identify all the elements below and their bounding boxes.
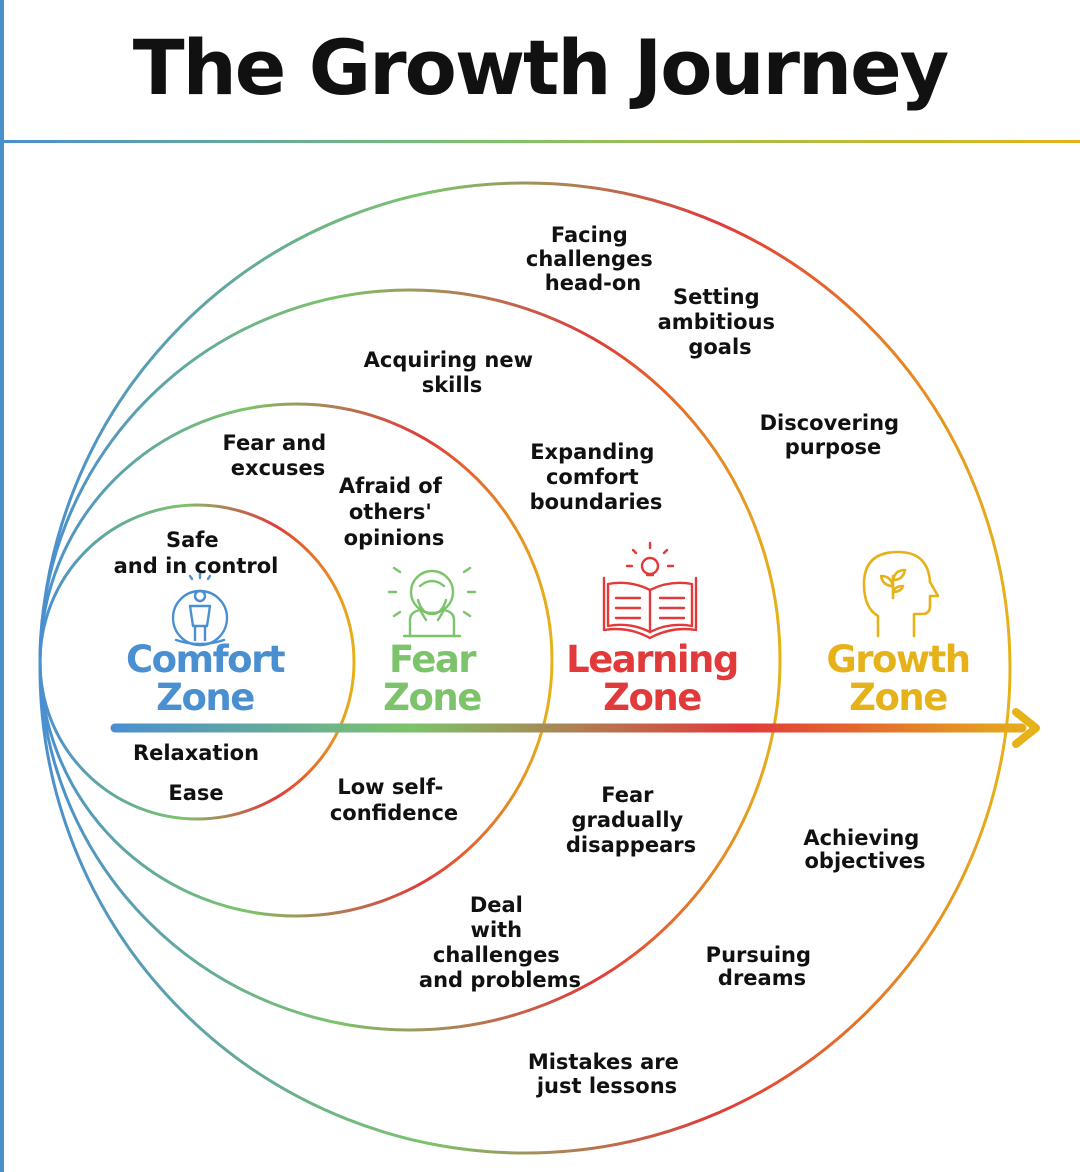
- fear-zone-title-line2: Zone: [383, 676, 481, 719]
- label-ease: Ease: [168, 781, 223, 805]
- progress-arrow-head: [1012, 708, 1040, 748]
- comfort-zone-circle: [38, 503, 356, 821]
- label-expanding-boundaries: Expanding comfort boundaries: [530, 440, 663, 514]
- comfort-zone-title-line1: Comfort: [126, 638, 285, 681]
- title-divider: [0, 140, 1080, 143]
- growth-zone-title-line2: Zone: [849, 676, 947, 719]
- label-acquiring-skills: Acquiring new skills: [364, 348, 541, 397]
- label-achieving-objectives: Achieving objectives: [803, 826, 926, 873]
- learning-zone-title-line2: Zone: [603, 676, 701, 719]
- person-in-bubble-icon: [171, 572, 229, 647]
- label-setting-goals: Setting ambitious goals: [658, 285, 783, 359]
- page-title: The Growth Journey: [132, 23, 949, 112]
- label-fear-disappears: Fear gradually disappears: [566, 783, 696, 857]
- label-fear-excuses: Fear and excuses: [222, 431, 333, 480]
- fear-zone-circle: [38, 402, 554, 918]
- label-deal-challenges: Deal with challenges and problems: [419, 893, 581, 992]
- growth-zone-title-line1: Growth: [826, 638, 969, 681]
- label-safe-control: Safe and in control: [114, 528, 279, 578]
- label-facing-challenges: Facing challenges head-on: [526, 223, 660, 295]
- comfort-zone-title-line2: Zone: [156, 676, 254, 719]
- left-frame-line: [0, 0, 4, 1172]
- fear-zone-title-line1: Fear: [389, 638, 477, 681]
- label-discovering-purpose: Discovering purpose: [760, 411, 907, 459]
- label-afraid-opinions: Afraid of others' opinions: [339, 474, 449, 550]
- head-with-sprout-icon: [862, 550, 940, 638]
- label-low-confidence: Low self- confidence: [330, 775, 458, 825]
- label-mistakes-lessons: Mistakes are just lessons: [528, 1050, 686, 1098]
- hiding-face-icon: [387, 566, 477, 638]
- open-book-lightbulb-icon: [602, 541, 698, 640]
- learning-zone-title-line1: Learning: [566, 638, 738, 681]
- label-pursuing-dreams: Pursuing dreams: [706, 943, 819, 990]
- label-relaxation: Relaxation: [133, 741, 259, 765]
